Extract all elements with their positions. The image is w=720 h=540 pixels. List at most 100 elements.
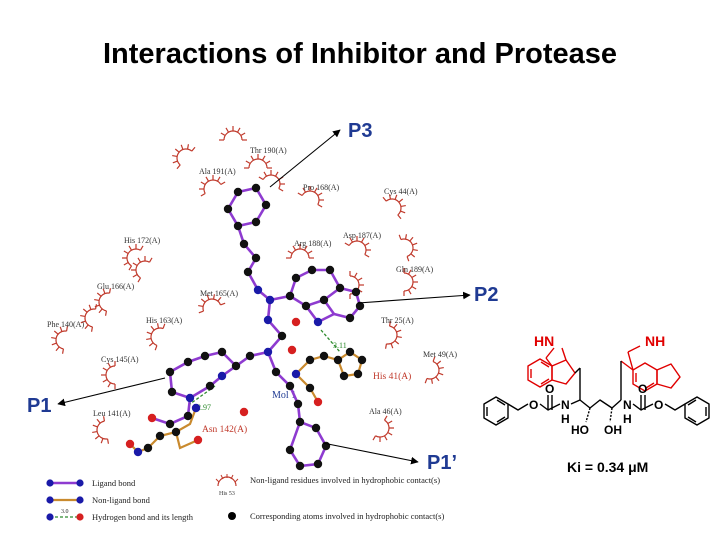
atom-carbon [251,183,261,193]
hydrophobic-arc [146,323,166,351]
atom-carbon [311,423,321,433]
atom-nitrogen [253,285,263,295]
atom-carbon [183,357,193,367]
atom-carbon [251,217,261,227]
hydrophobic-arc [344,236,371,258]
label-ho: HO [571,423,589,437]
pocket-label-p1prime: P1’ [427,452,457,474]
residue-ala191: Ala 191(A) [199,167,236,176]
hydrophobic-arc [403,268,418,296]
atom-carbon [307,265,317,275]
label-n-1: N [561,398,570,412]
ligand-bond [269,286,362,320]
hydrophobic-arc [258,170,285,192]
non-ligand-bonds [129,350,364,454]
label-o-3: O [638,382,647,396]
residue-his172: His 172(A) [124,236,161,245]
atom-oxygen [287,345,297,355]
residue-his163: His 163(A) [146,316,183,325]
hydrophobic-arc [198,294,226,314]
residue-phe140: Phe 140(A) [47,320,84,329]
atom-carbon [355,301,365,311]
ligand-bond [226,186,268,228]
atom-carbon [233,221,243,231]
atom-carbon [325,265,335,275]
legend-hbond: Hydrogen bond and its length [92,512,194,522]
residue-asp187: Asp 187(A) [343,231,381,240]
atom-carbon [353,369,363,379]
hydrophobic-arc [80,304,98,332]
atom-carbon [243,267,253,277]
atom-carbon [291,273,301,283]
residue-asn142: Asn 142(A) [202,424,247,435]
residue-met49: Met 49(A) [423,350,457,359]
legend-hydrophobic-residue: Non-ligand residues involved in hydropho… [250,475,440,485]
atom-carbon [285,291,295,301]
residue-thr190: Thr 190(A) [250,146,287,155]
atom-carbon [339,371,349,381]
legend-ligand-bond: Ligand bond [92,478,136,488]
atom-carbon [293,399,303,409]
pocket-label-p3: P3 [348,120,372,142]
atom-carbon [333,355,343,365]
residue-gln189: Gln 189(A) [396,265,433,274]
atom-carbon [217,347,227,357]
atom-carbon [295,461,305,471]
hydrophobic-arc [51,326,69,354]
slide-title: Interactions of Inhibitor and Protease [102,38,617,70]
atom-carbon [351,287,361,297]
legend-sample-length: 3.0 [61,509,69,515]
atom-nitrogen [191,403,201,413]
atom-oxygen [313,397,323,407]
pocket-arrows [57,129,471,465]
hydrophobic-arc [172,144,196,170]
atom-nitrogen [185,393,195,403]
atom-carbon [155,431,165,441]
atom-carbon [305,383,315,393]
hydrophobic-arc [372,415,394,442]
hbond-length-1: 3.11 [333,341,347,350]
label-hn: HN [534,333,554,349]
label-oh: OH [604,423,622,437]
label-o-2: O [545,382,554,396]
atom-carbon [251,253,261,263]
residue-met165: Met 165(A) [200,289,238,298]
legend-sample-residue: His 53 [219,491,235,497]
hbond-length-2: 2.97 [197,403,211,412]
atom-oxygen [147,413,157,423]
atom-carbon [165,419,175,429]
hydrophobic-arc [398,234,418,262]
residue-thr25: Thr 25(A) [381,316,414,325]
atom-carbon [335,283,345,293]
label-o-4: O [654,398,663,412]
label-h-2: H [623,412,632,426]
hydrophobic-arc [94,288,112,316]
hydrophobic-arc [286,244,314,259]
atom-carbon [165,367,175,377]
residue-his41: His 41(A) [373,371,411,382]
structure-labels: O O O O N N H H HO OH Ki = 0.34 μM [529,382,663,475]
residue-cys145: Cys 145(A) [101,355,139,364]
atom-nitrogen [133,447,143,457]
hydrophobic-arc [131,256,153,283]
non-ligand-bond [174,431,199,450]
residue-glu166: Glu 166(A) [97,282,134,291]
atom-carbon [301,301,311,311]
atom-carbon [345,313,355,323]
ki-value: Ki = 0.34 μM [567,459,648,475]
pocket-label-p2: P2 [474,284,498,306]
atom-nitrogen [313,317,323,327]
atom-oxygen [193,435,203,445]
atom-carbon [271,367,281,377]
atom-nitrogen [263,315,273,325]
atom-carbon [319,295,329,305]
atom-nitrogen [217,371,227,381]
hydrophobic-arc [424,356,444,384]
atom-carbon [319,351,329,361]
residue-labels: Thr 190(A) Ala 191(A) Pro 168(A) Gln 189… [47,146,457,435]
hydrophobic-arc [297,186,324,208]
atom-carbon [277,331,287,341]
atom-carbon [167,387,177,397]
label-nh-right: NH [645,333,665,349]
ligand-atoms [125,183,367,471]
